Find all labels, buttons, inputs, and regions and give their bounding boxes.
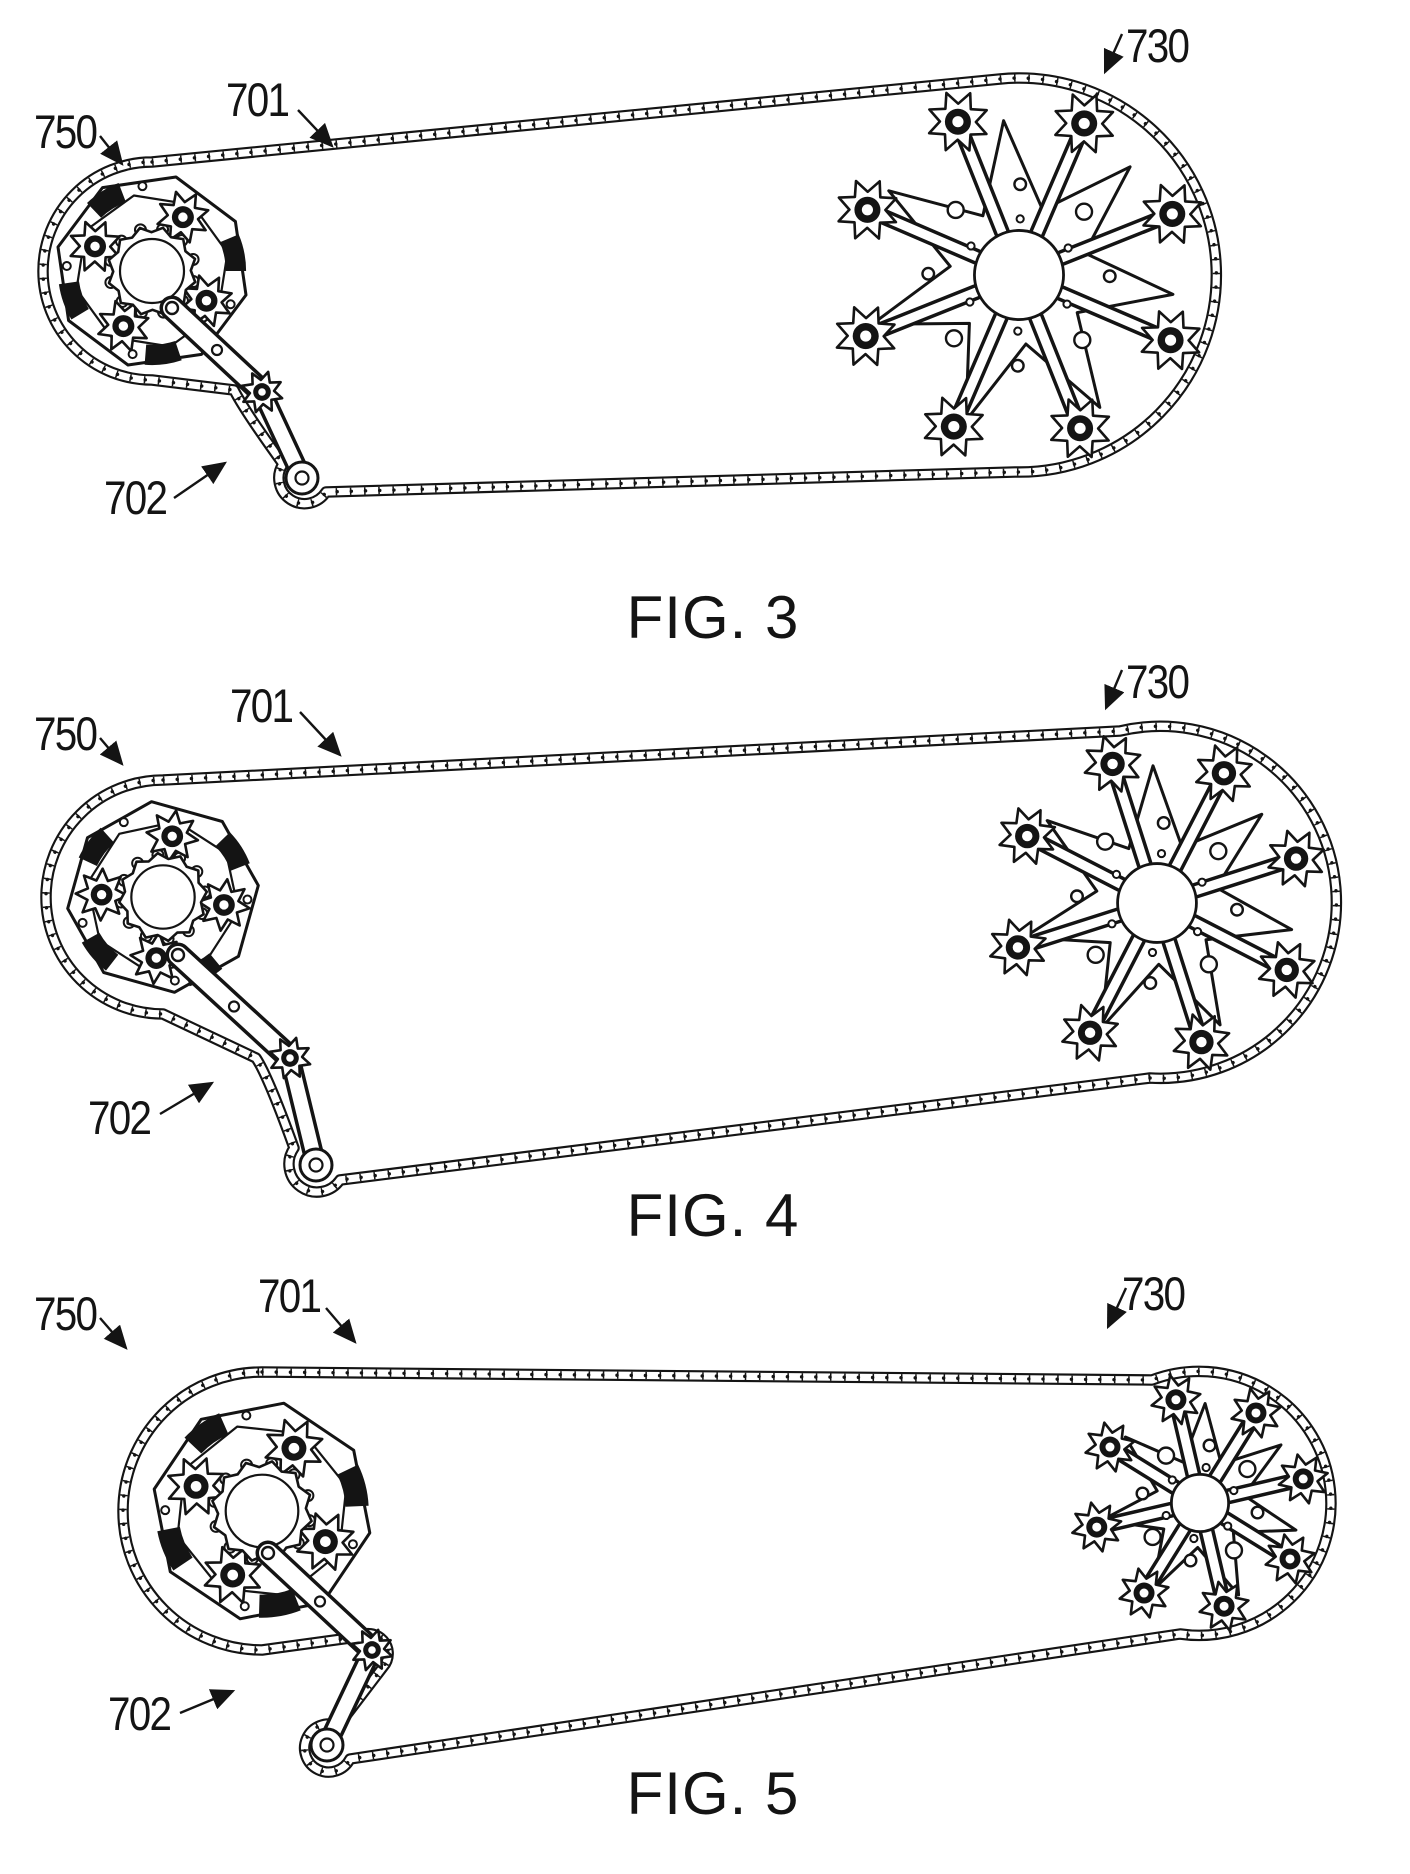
fig3-label-left-assembly: 750 <box>34 105 98 158</box>
leader-arrow <box>99 1317 128 1350</box>
right-sprocket-assembly <box>1071 1374 1329 1632</box>
fig4-label-left-assembly: 750 <box>34 707 98 760</box>
fig5-label-right-assembly: 730 <box>1122 1267 1186 1320</box>
left-sprocket-cluster <box>152 1401 372 1621</box>
fig5-label-left-assembly: 750 <box>34 1287 98 1340</box>
leader-arrow <box>1106 1287 1128 1330</box>
fig4-label-tensioner: 702 <box>88 1091 152 1144</box>
fig3-label-right-assembly: 730 <box>1126 19 1190 72</box>
fig5-label-tensioner: 702 <box>108 1687 172 1740</box>
leader-arrow <box>99 135 124 166</box>
fig4-caption: FIG. 4 <box>626 1182 800 1249</box>
right-sprocket-assembly <box>835 91 1203 459</box>
drive-chain <box>40 720 1343 1198</box>
leader-arrow <box>179 1689 236 1715</box>
leader-arrow <box>173 461 227 499</box>
tensioner-arm <box>159 295 320 496</box>
drive-chain <box>37 72 1223 510</box>
fig4-label-chain: 701 <box>230 679 294 732</box>
fig5-caption: FIG. 5 <box>626 1760 800 1827</box>
fig3-caption: FIG. 3 <box>626 584 800 651</box>
leader-arrow <box>159 1081 215 1116</box>
fig5-drawing <box>99 1287 1337 1778</box>
left-sprocket-cluster <box>66 800 260 994</box>
right-sprocket-assembly <box>989 735 1325 1071</box>
tensioner-arm <box>165 942 334 1183</box>
fig3-drawing <box>37 33 1223 510</box>
leader-arrow <box>325 1307 357 1344</box>
fig4-drawing <box>40 669 1343 1198</box>
fig3-label-chain: 701 <box>226 73 290 126</box>
tensioner-arm <box>255 1540 394 1763</box>
fig3-label-tensioner: 702 <box>104 471 168 524</box>
leader-arrow <box>99 737 124 766</box>
fig4-label-right-assembly: 730 <box>1126 655 1190 708</box>
leader-arrow <box>299 711 342 757</box>
fig5-label-chain: 701 <box>258 1269 322 1322</box>
drive-chain <box>117 1365 1337 1778</box>
leader-arrow <box>1104 669 1125 711</box>
leader-arrow <box>1103 33 1124 75</box>
leader-arrow <box>297 109 334 148</box>
